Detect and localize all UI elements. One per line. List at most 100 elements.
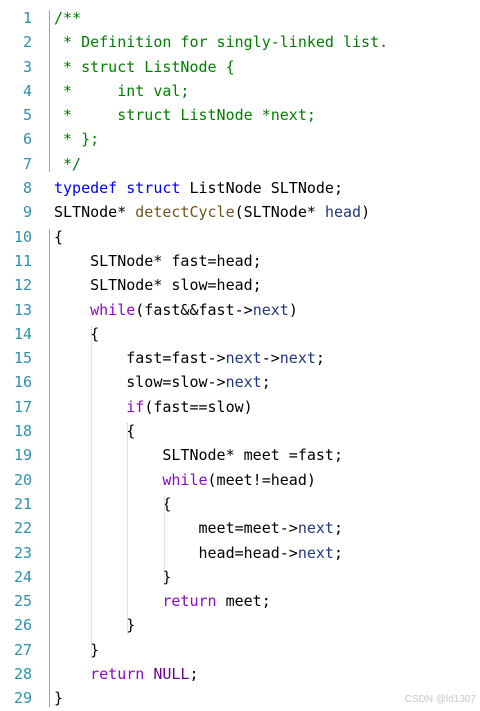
line-number: 22 — [13, 519, 32, 538]
code-line[interactable]: { — [54, 322, 480, 346]
code-token — [54, 592, 162, 610]
code-token: (SLTNode* — [234, 203, 325, 222]
line-number: 23 — [13, 543, 32, 562]
code-token: (fast&&fast-> — [135, 300, 253, 319]
line-number: 1 — [22, 9, 32, 27]
code-line[interactable]: head=head->next; — [54, 541, 480, 565]
code-line[interactable]: * Definition for singly-linked list. — [54, 30, 480, 54]
code-token: { — [54, 324, 100, 343]
code-line[interactable]: * struct ListNode { — [54, 55, 480, 79]
code-line[interactable]: typedef struct ListNode SLTNode; — [54, 176, 480, 200]
code-token: typedef — [54, 179, 118, 198]
code-token — [54, 398, 126, 416]
code-line[interactable]: } — [54, 613, 480, 637]
code-token — [54, 665, 90, 683]
line-number: 21 — [13, 494, 32, 513]
line-number: 12 — [13, 276, 32, 295]
code-line[interactable]: } — [54, 638, 480, 662]
code-line[interactable]: SLTNode* slow=head; — [54, 273, 480, 297]
code-token: */ — [54, 154, 82, 173]
code-line[interactable]: * }; — [54, 127, 480, 151]
line-number: 16 — [13, 373, 32, 392]
code-line[interactable]: return meet; — [54, 589, 480, 613]
code-line[interactable]: } — [54, 686, 480, 710]
line-number: 26 — [13, 616, 32, 635]
code-token: detectCycle — [135, 203, 235, 222]
code-line[interactable]: return NULL; — [54, 662, 480, 686]
line-number: 3 — [22, 57, 32, 76]
code-line[interactable]: { — [54, 419, 480, 443]
code-token: SLTNode* — [54, 203, 136, 222]
code-line[interactable]: { — [54, 225, 480, 249]
code-token: } — [54, 640, 100, 659]
code-token: head=head-> — [54, 543, 298, 562]
code-token: * Definition for singly-linked list. — [54, 33, 389, 52]
code-token: } — [54, 616, 136, 635]
code-token: fast=fast-> — [54, 349, 226, 368]
code-line[interactable]: SLTNode* fast=head; — [54, 249, 480, 273]
code-line[interactable]: while(meet!=head) — [54, 468, 480, 492]
code-token: ListNode SLTNode; — [180, 179, 343, 198]
code-token: -> — [261, 349, 280, 368]
code-token: meet; — [216, 592, 271, 611]
code-token: ; — [333, 543, 343, 562]
code-token: ) — [288, 300, 298, 319]
code-line[interactable]: fast=fast->next->next; — [54, 346, 480, 370]
line-number: 10 — [13, 227, 32, 246]
code-token: } — [54, 567, 172, 586]
code-token: * struct ListNode { — [54, 57, 235, 76]
code-token: * }; — [54, 130, 100, 149]
line-number: 4 — [22, 81, 32, 100]
code-token: ; — [189, 665, 199, 684]
code-line[interactable]: slow=slow->next; — [54, 370, 480, 394]
code-line[interactable]: SLTNode* detectCycle(SLTNode* head) — [54, 200, 480, 224]
code-token: next — [297, 519, 334, 538]
code-token: next — [297, 543, 334, 562]
code-token — [54, 301, 90, 319]
code-token: slow=slow-> — [54, 373, 226, 392]
code-token: } — [54, 689, 64, 708]
code-token — [144, 665, 153, 683]
code-token: { — [54, 227, 64, 246]
code-line[interactable]: /** — [54, 6, 480, 30]
line-number: 20 — [13, 470, 32, 489]
code-area[interactable]: /** * Definition for singly-linked list.… — [54, 6, 480, 711]
code-token — [117, 179, 126, 197]
line-number: 14 — [13, 324, 32, 343]
fold-line — [49, 10, 50, 173]
line-number: 8 — [22, 179, 32, 198]
line-number: 19 — [13, 446, 32, 465]
code-line[interactable]: } — [54, 565, 480, 589]
line-number: 28 — [13, 665, 32, 684]
code-line[interactable]: SLTNode* meet =fast; — [54, 443, 480, 467]
code-token: while — [90, 300, 136, 319]
code-token: return — [90, 665, 145, 684]
code-line[interactable]: if(fast==slow) — [54, 395, 480, 419]
code-token: if — [126, 397, 145, 416]
line-number: 29 — [13, 689, 32, 708]
code-token: { — [54, 422, 136, 441]
code-token: while — [162, 470, 208, 489]
code-token: meet=meet-> — [54, 519, 298, 538]
code-line[interactable]: * int val; — [54, 79, 480, 103]
code-line[interactable]: while(fast&&fast->next) — [54, 298, 480, 322]
code-token: /** — [54, 9, 82, 27]
line-number: 24 — [13, 567, 32, 586]
code-line[interactable]: * struct ListNode *next; — [54, 103, 480, 127]
code-token: (meet!=head) — [207, 470, 316, 489]
line-number: 15 — [13, 349, 32, 368]
code-token: next — [225, 373, 262, 392]
code-line[interactable]: */ — [54, 152, 480, 176]
code-token: struct — [126, 179, 181, 198]
code-token: SLTNode* fast=head; — [54, 251, 262, 270]
code-line[interactable]: meet=meet->next; — [54, 516, 480, 540]
code-token: ; — [261, 373, 271, 392]
line-number: 25 — [13, 592, 32, 611]
line-number: 13 — [13, 300, 32, 319]
line-number: 6 — [22, 130, 32, 149]
code-token: * int val; — [54, 81, 190, 100]
code-line[interactable]: { — [54, 492, 480, 516]
code-token: * struct ListNode *next; — [54, 106, 316, 125]
